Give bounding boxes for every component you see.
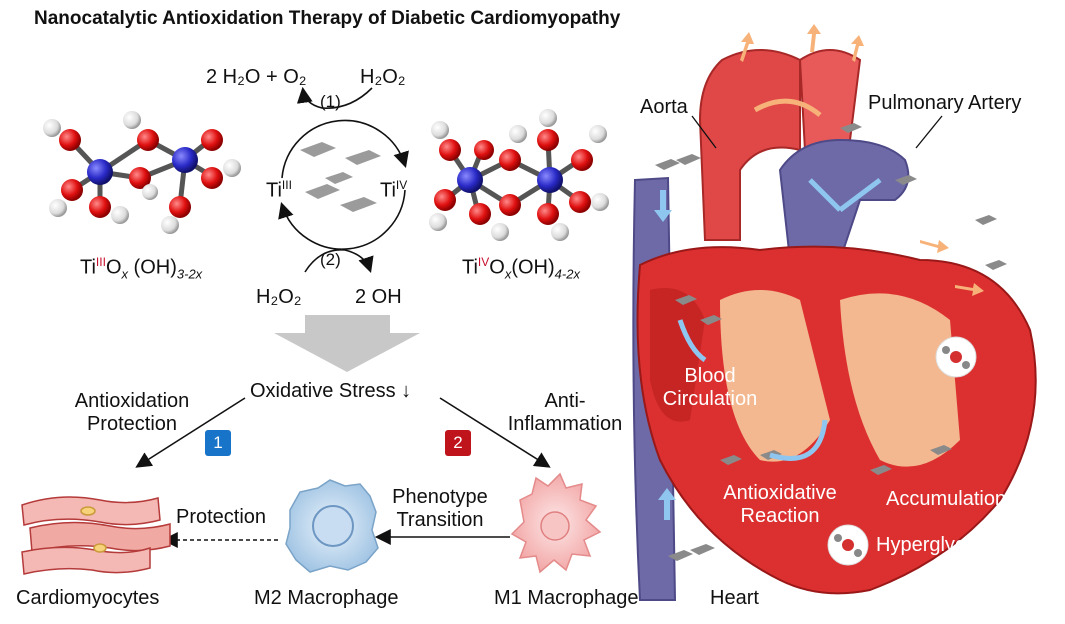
heart-label: Heart <box>710 587 759 609</box>
aorta-label: Aorta <box>640 96 688 118</box>
badge-1: 1 <box>205 430 231 456</box>
m1-macrophage-label: M1 Macrophage <box>494 587 639 609</box>
m1-macrophage-illustration <box>510 472 602 574</box>
m2-macrophage-illustration <box>285 479 379 573</box>
m2-macrophage-label: M2 Macrophage <box>254 587 399 609</box>
arrow-to-cardiomyocytes <box>135 397 246 468</box>
molecule-ti3-model <box>43 111 241 234</box>
heart-illustration <box>632 24 1037 601</box>
badge-2: 2 <box>445 430 471 456</box>
reaction-products: 2 H₂O + O₂ <box>206 66 307 88</box>
reaction-step-2: (2) <box>320 250 341 269</box>
ti-iv-label: TiIV <box>380 178 408 202</box>
hyperglycemia-label: Hyperglycemia <box>876 534 1009 556</box>
protection-label: Protection <box>176 506 267 528</box>
arrow-to-m1 <box>439 397 551 468</box>
reaction-h2o2-bottom: H₂O₂ <box>256 286 302 308</box>
ti-iii-label: TiIII <box>266 178 292 202</box>
catalytic-cycle <box>278 86 409 274</box>
pulmonary-artery-label: Pulmonary Artery <box>868 92 1022 114</box>
oxidative-stress-label: Oxidative Stress ↓ <box>250 380 412 402</box>
figure-title: Nanocatalytic Antioxidation Therapy of D… <box>34 8 621 29</box>
accumulation-label: Accumulation <box>886 488 1007 510</box>
reaction-h2o2-top: H₂O₂ <box>360 66 406 88</box>
molecule-ti4-model <box>429 109 609 241</box>
cardiomyocytes-illustration <box>21 496 171 575</box>
reaction-hydroxyl: 2 OH <box>355 286 402 308</box>
formula-ti3: TiIIIOx (OH)3-2x <box>80 255 203 282</box>
anti-inflammation-label: Anti-Inflammation <box>507 390 623 435</box>
cardiomyocytes-label: Cardiomyocytes <box>16 587 160 609</box>
reaction-step-1: (1) <box>320 92 341 111</box>
formula-ti4: TiIVOx(OH)4-2x <box>462 255 580 282</box>
nanosheets-in-cycle <box>300 142 381 212</box>
big-down-arrow <box>274 315 420 372</box>
